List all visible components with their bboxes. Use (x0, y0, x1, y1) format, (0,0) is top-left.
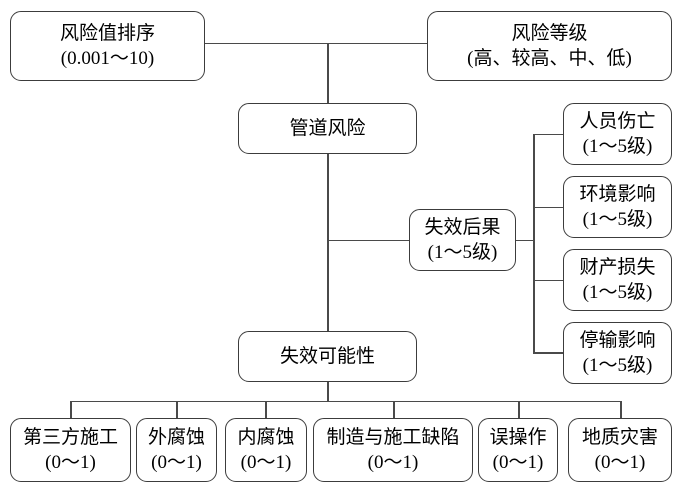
node-title: 风险等级 (511, 23, 588, 44)
node-title: 管道风险 (289, 118, 366, 139)
node-title: 风险值排序 (59, 23, 155, 44)
node-range: (1～5级) (582, 209, 653, 230)
node-range: (1～5级) (582, 136, 653, 157)
connector-trunk-middle (327, 153, 329, 332)
connector-right-trunk (533, 133, 535, 354)
node-failure-consequence: 失效后果 (1～5级) (409, 209, 516, 271)
connector-consequence-to-subtree (515, 239, 533, 241)
node-manufacturing-construction-defect: 制造与施工缺陷 (0～1) (313, 418, 473, 482)
node-internal-corrosion: 内腐蚀 (0～1) (225, 418, 307, 482)
node-risk-level: 风险等级 (高、较高、中、低) (427, 11, 672, 81)
node-range: (0～1) (45, 452, 96, 473)
connector-bottom-horizontal (70, 400, 621, 402)
node-title: 外腐蚀 (147, 427, 205, 448)
connector-trunk-lower (327, 381, 329, 402)
connector-stub-third-party (70, 401, 72, 419)
node-property-loss: 财产损失 (1～5级) (563, 249, 672, 311)
node-title: 地质灾害 (581, 427, 658, 448)
node-range: (0～1) (151, 452, 202, 473)
node-geological-hazard: 地质灾害 (0～1) (568, 418, 672, 482)
connector-stub-property (533, 279, 564, 281)
connector-stub-external-corrosion (176, 401, 178, 419)
node-title: 制造与施工缺陷 (326, 427, 460, 448)
connector-trunk-upper (327, 43, 329, 104)
connector-stub-casualty (533, 133, 564, 135)
node-range: (高、较高、中、低) (467, 48, 632, 69)
node-range: (0～1) (367, 452, 419, 473)
node-range: (1～5级) (582, 282, 653, 303)
node-range: (1～5级) (427, 242, 498, 263)
connector-branch-consequence (327, 239, 410, 241)
node-title: 误操作 (489, 427, 547, 448)
connector-stub-environment (533, 206, 564, 208)
connector-stub-misoperation (518, 401, 520, 419)
node-third-party-construction: 第三方施工 (0～1) (10, 418, 131, 482)
node-title: 失效后果 (424, 217, 501, 238)
node-title: 财产损失 (579, 257, 656, 278)
node-risk-ranking: 风险值排序 (0.001～10) (10, 11, 205, 81)
node-range: (0～1) (240, 452, 292, 473)
node-range: (0.001～10) (60, 48, 155, 69)
node-range: (1～5级) (582, 355, 653, 376)
node-title: 环境影响 (579, 184, 656, 205)
connector-stub-internal-corrosion (265, 401, 267, 419)
connector-stub-shutdown (533, 352, 564, 354)
node-pipeline-risk: 管道风险 (238, 103, 417, 154)
node-misoperation: 误操作 (0～1) (478, 418, 558, 482)
node-title: 第三方施工 (22, 427, 118, 448)
node-title: 失效可能性 (279, 346, 375, 367)
connector-stub-geological (620, 401, 622, 419)
node-title: 停输影响 (579, 330, 656, 351)
node-range: (0～1) (594, 452, 646, 473)
node-environment-impact: 环境影响 (1～5级) (563, 176, 672, 238)
node-shutdown-impact: 停输影响 (1～5级) (563, 322, 672, 384)
node-title: 内腐蚀 (237, 427, 295, 448)
connector-top-horizontal (204, 42, 428, 44)
node-range: (0～1) (492, 452, 544, 473)
node-title: 人员伤亡 (579, 111, 656, 132)
node-external-corrosion: 外腐蚀 (0～1) (136, 418, 217, 482)
node-failure-likelihood: 失效可能性 (238, 331, 417, 382)
connector-stub-manufacturing (393, 401, 395, 419)
node-casualty: 人员伤亡 (1～5级) (563, 103, 672, 165)
